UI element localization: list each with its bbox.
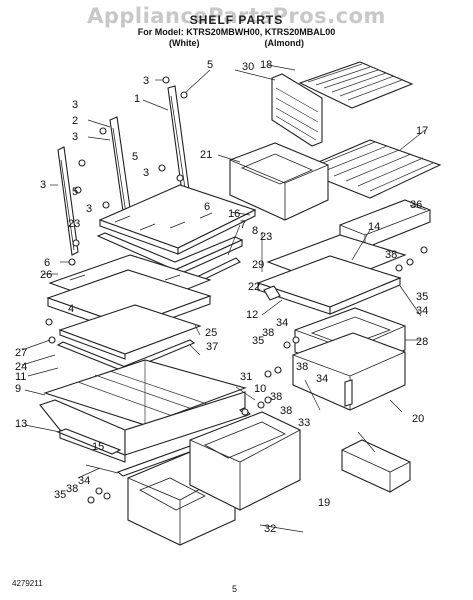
callout-34b: 34 [416,305,428,317]
callout-31: 31 [240,371,252,383]
leader-lines [21,64,427,533]
callout-4: 4 [68,303,74,315]
callout-6b: 6 [44,257,50,269]
callout-3d: 3 [143,75,149,87]
callout-14: 14 [368,221,380,233]
callout-19: 19 [318,497,330,509]
callout-23a: 23 [68,218,80,230]
callout-11: 11 [15,371,26,383]
callout-15: 15 [92,441,104,453]
wire-shelf-bracket-30 [271,73,323,147]
deli-drawer [229,142,329,221]
utility-bin [341,439,411,493]
callout-35b: 35 [416,291,428,303]
callout-27: 27 [15,347,27,359]
callout-2: 2 [72,115,78,127]
callout-7: 7 [240,219,246,231]
diagram-title: SHELF PARTS [189,13,284,27]
page-number: 5 [232,584,238,594]
color-white: (White) [168,38,200,48]
callout-20: 20 [412,413,424,425]
callout-25: 25 [205,327,217,339]
callout-3f: 3 [86,203,92,215]
wire-shelf-top [298,61,414,109]
callout-23b: 23 [260,231,272,243]
drawer-fasteners [45,246,428,504]
callout-3e: 3 [143,167,149,179]
callout-5b: 5 [132,151,138,163]
callout-13: 13 [15,418,27,430]
callout-6a: 6 [204,201,210,213]
callout-35c: 35 [54,489,66,501]
watermark: AppliancePartsPros.com [87,4,386,28]
wire-shelf-17 [298,139,442,199]
callout-9: 9 [15,383,21,395]
callout-3c: 3 [40,179,46,191]
color-variants: (White) (Almond) [0,38,473,48]
callout-38a: 38 [385,249,397,261]
trim-bar-22 [263,285,281,301]
crisper-drawer-right [189,411,301,511]
meat-drawer-lower [292,332,406,411]
callout-labels: 1 2 3 3 3 3 3 3 4 5 5 5 6 6 7 8 9 10 11 … [15,59,428,535]
callout-21: 21 [200,149,212,161]
callout-8: 8 [252,225,258,237]
callout-33: 33 [298,417,310,429]
glass-shelf-upper [98,184,257,255]
rail-screws [68,76,188,266]
callout-34c: 34 [316,373,328,385]
glass-shelf-lower-left [58,304,202,360]
callout-5a: 5 [207,59,213,71]
callout-3b: 3 [72,131,78,143]
callout-17: 17 [416,125,428,137]
callout-38c: 38 [296,361,308,373]
callout-32: 32 [264,523,276,535]
callout-26: 26 [40,269,52,281]
callout-1: 1 [134,93,140,105]
callout-35a: 35 [252,335,264,347]
callout-38e: 38 [66,483,78,495]
glass-shelf-right [256,234,407,315]
callout-34d: 34 [78,475,90,487]
callout-24: 24 [15,361,27,373]
callout-38d: 38 [280,405,292,417]
callout-16: 16 [228,208,240,220]
document-number: 4279211 [12,579,43,588]
callout-34a: 34 [276,317,288,329]
crisper-rail-13 [56,428,122,455]
callout-36: 36 [410,199,422,211]
callout-38f: 38 [270,391,282,403]
shelf-rail-left-outer [57,146,79,256]
callout-18: 18 [260,59,272,71]
callout-10: 10 [254,383,266,395]
callout-29: 29 [252,259,264,271]
callout-37: 37 [206,341,218,353]
crisper-cover [43,359,247,426]
callout-38b: 38 [262,327,274,339]
callout-30: 30 [242,61,254,73]
callout-22: 22 [248,281,260,293]
callout-5c: 5 [72,186,78,198]
model-numbers: For Model: KTRS20MBWH00, KTRS20MBAL00 [137,27,336,37]
callout-12: 12 [246,309,258,321]
callout-28: 28 [416,336,428,348]
color-almond: (Almond) [264,38,305,48]
callout-3a: 3 [72,99,78,111]
